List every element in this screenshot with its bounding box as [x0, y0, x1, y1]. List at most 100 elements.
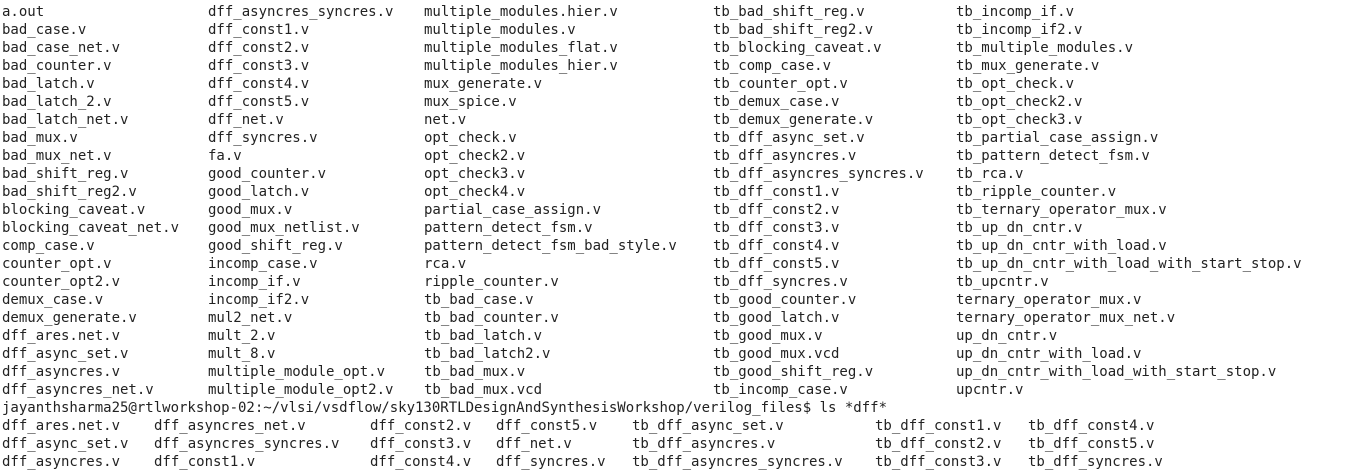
file-name: tb_bad_case.v	[424, 292, 534, 308]
file-name: opt_check.v	[424, 130, 517, 146]
listing-row: counter_opt2.v incomp_if.v ripple_counte…	[0, 273, 1355, 291]
listing-row: dff_async_set.v dff_asyncres_syncres.v d…	[0, 435, 1355, 453]
file-name: tb_dff_const3.v	[713, 220, 840, 236]
file-name: dff_const1.v	[208, 22, 310, 38]
file-name: tb_dff_const5.v	[713, 256, 840, 272]
file-name: tb_counter_opt.v	[713, 76, 848, 92]
file-name: bad_mux_net.v	[2, 148, 112, 164]
file-name: tb_dff_async_set.v	[713, 130, 865, 146]
file-name: mul2_net.v	[208, 310, 293, 326]
file-name: mult_8.v	[208, 346, 276, 362]
file-name: incomp_if2.v	[208, 292, 310, 308]
file-name: tb_dff_asyncres_syncres.v	[713, 166, 924, 182]
file-name: partial_case_assign.v	[424, 202, 602, 218]
file-name: tb_opt_check.v	[956, 76, 1075, 92]
file-name: dff_const4.v	[370, 454, 472, 470]
file-name: tb_dff_const1.v	[875, 418, 1002, 434]
file-name: bad_latch_2.v	[2, 94, 112, 110]
file-name: dff_const4.v	[208, 76, 310, 92]
file-name: up_dn_cntr_with_load_with_start_stop.v	[956, 364, 1277, 380]
file-name: dff_const2.v	[208, 40, 310, 56]
file-name: tb_demux_generate.v	[713, 112, 874, 128]
file-name: mux_generate.v	[424, 76, 543, 92]
listing-row: bad_case_net.v dff_const2.v multiple_mod…	[0, 39, 1355, 57]
file-name: tb_bad_shift_reg2.v	[713, 22, 874, 38]
file-name: incomp_case.v	[208, 256, 318, 272]
file-name: dff_const2.v	[370, 418, 472, 434]
file-name: net.v	[424, 112, 467, 128]
file-name: dff_const5.v	[496, 418, 598, 434]
file-name: rca.v	[424, 256, 467, 272]
file-name: tb_pattern_detect_fsm.v	[956, 148, 1150, 164]
file-name: tb_dff_const1.v	[713, 184, 840, 200]
listing-row: bad_case.v dff_const1.v multiple_modules…	[0, 21, 1355, 39]
file-name: blocking_caveat.v	[2, 202, 146, 218]
file-name: counter_opt.v	[2, 256, 112, 272]
file-name: tb_dff_syncres.v	[713, 274, 848, 290]
file-name: dff_const1.v	[154, 454, 256, 470]
file-name: tb_dff_asyncres.v	[632, 436, 776, 452]
listing-row: dff_ares.net.v mult_2.v tb_bad_latch.v t…	[0, 327, 1355, 345]
file-name: tb_ternary_operator_mux.v	[956, 202, 1167, 218]
file-name: bad_latch_net.v	[2, 112, 129, 128]
file-name: good_shift_reg.v	[208, 238, 343, 254]
listing-row: blocking_caveat_net.v good_mux_netlist.v…	[0, 219, 1355, 237]
file-name: good_mux_netlist.v	[208, 220, 360, 236]
listing-row: bad_mux.v dff_syncres.v opt_check.v tb_d…	[0, 129, 1355, 147]
listing-row: bad_shift_reg2.v good_latch.v opt_check4…	[0, 183, 1355, 201]
file-name: bad_mux.v	[2, 130, 78, 146]
file-name: bad_counter.v	[2, 58, 112, 74]
listing-row: bad_latch.v dff_const4.v mux_generate.v …	[0, 75, 1355, 93]
file-name: opt_check4.v	[424, 184, 526, 200]
file-name: multiple_modules_hier.v	[424, 58, 618, 74]
file-name: bad_shift_reg2.v	[2, 184, 137, 200]
listing-row: demux_generate.v mul2_net.v tb_bad_count…	[0, 309, 1355, 327]
listing-row: bad_shift_reg.v good_counter.v opt_check…	[0, 165, 1355, 183]
file-name: pattern_detect_fsm_bad_style.v	[424, 238, 677, 254]
file-name: tb_dff_syncres.v	[1028, 454, 1163, 470]
file-name: dff_net.v	[208, 112, 284, 128]
file-name: up_dn_cntr_with_load.v	[956, 346, 1142, 362]
file-name: upcntr.v	[956, 382, 1024, 398]
file-name: multiple_modules.v	[424, 22, 576, 38]
listing-row: bad_mux_net.v fa.v opt_check2.v tb_dff_a…	[0, 147, 1355, 165]
file-name: dff_const3.v	[208, 58, 310, 74]
file-name: incomp_if.v	[208, 274, 301, 290]
file-name: a.out	[2, 4, 45, 20]
file-name: opt_check3.v	[424, 166, 526, 182]
command-prompt-line[interactable]: jayanthsharma25@rtlworkshop-02:~/vlsi/vs…	[0, 399, 1355, 417]
file-name: ripple_counter.v	[424, 274, 559, 290]
listing-row: blocking_caveat.v good_mux.v partial_cas…	[0, 201, 1355, 219]
file-name: tb_bad_counter.v	[424, 310, 559, 326]
file-name: tb_good_mux.v	[713, 328, 823, 344]
file-name: tb_opt_check3.v	[956, 112, 1083, 128]
file-name: tb_opt_check2.v	[956, 94, 1083, 110]
file-name: bad_case.v	[2, 22, 87, 38]
file-name: blocking_caveat_net.v	[2, 220, 180, 236]
shell-prompt: jayanthsharma25@rtlworkshop-02:~/vlsi/vs…	[2, 400, 888, 416]
file-name: tb_comp_case.v	[713, 58, 832, 74]
file-name: tb_good_counter.v	[713, 292, 857, 308]
file-name: tb_bad_mux.v	[424, 364, 526, 380]
listing-row: demux_case.v incomp_if2.v tb_bad_case.v …	[0, 291, 1355, 309]
file-name: tb_bad_latch.v	[424, 328, 543, 344]
listing-row: dff_asyncres.v multiple_module_opt.v tb_…	[0, 363, 1355, 381]
file-name: mult_2.v	[208, 328, 276, 344]
file-name: fa.v	[208, 148, 242, 164]
file-name: multiple_module_opt2.v	[208, 382, 394, 398]
file-name: tb_bad_shift_reg.v	[713, 4, 865, 20]
listing-row: dff_asyncres_net.v multiple_module_opt2.…	[0, 381, 1355, 399]
file-name: counter_opt2.v	[2, 274, 121, 290]
file-name: multiple_modules.hier.v	[424, 4, 618, 20]
file-name: tb_dff_const4.v	[1028, 418, 1155, 434]
file-name: tb_partial_case_assign.v	[956, 130, 1159, 146]
file-name: tb_rca.v	[956, 166, 1024, 182]
file-name: tb_good_latch.v	[713, 310, 840, 326]
file-name: tb_incomp_if.v	[956, 4, 1075, 20]
file-name: comp_case.v	[2, 238, 95, 254]
file-name: ternary_operator_mux_net.v	[956, 310, 1176, 326]
file-name: dff_ares.net.v	[2, 418, 121, 434]
file-name: tb_dff_const3.v	[875, 454, 1002, 470]
file-name: tb_dff_asyncres_syncres.v	[632, 454, 843, 470]
